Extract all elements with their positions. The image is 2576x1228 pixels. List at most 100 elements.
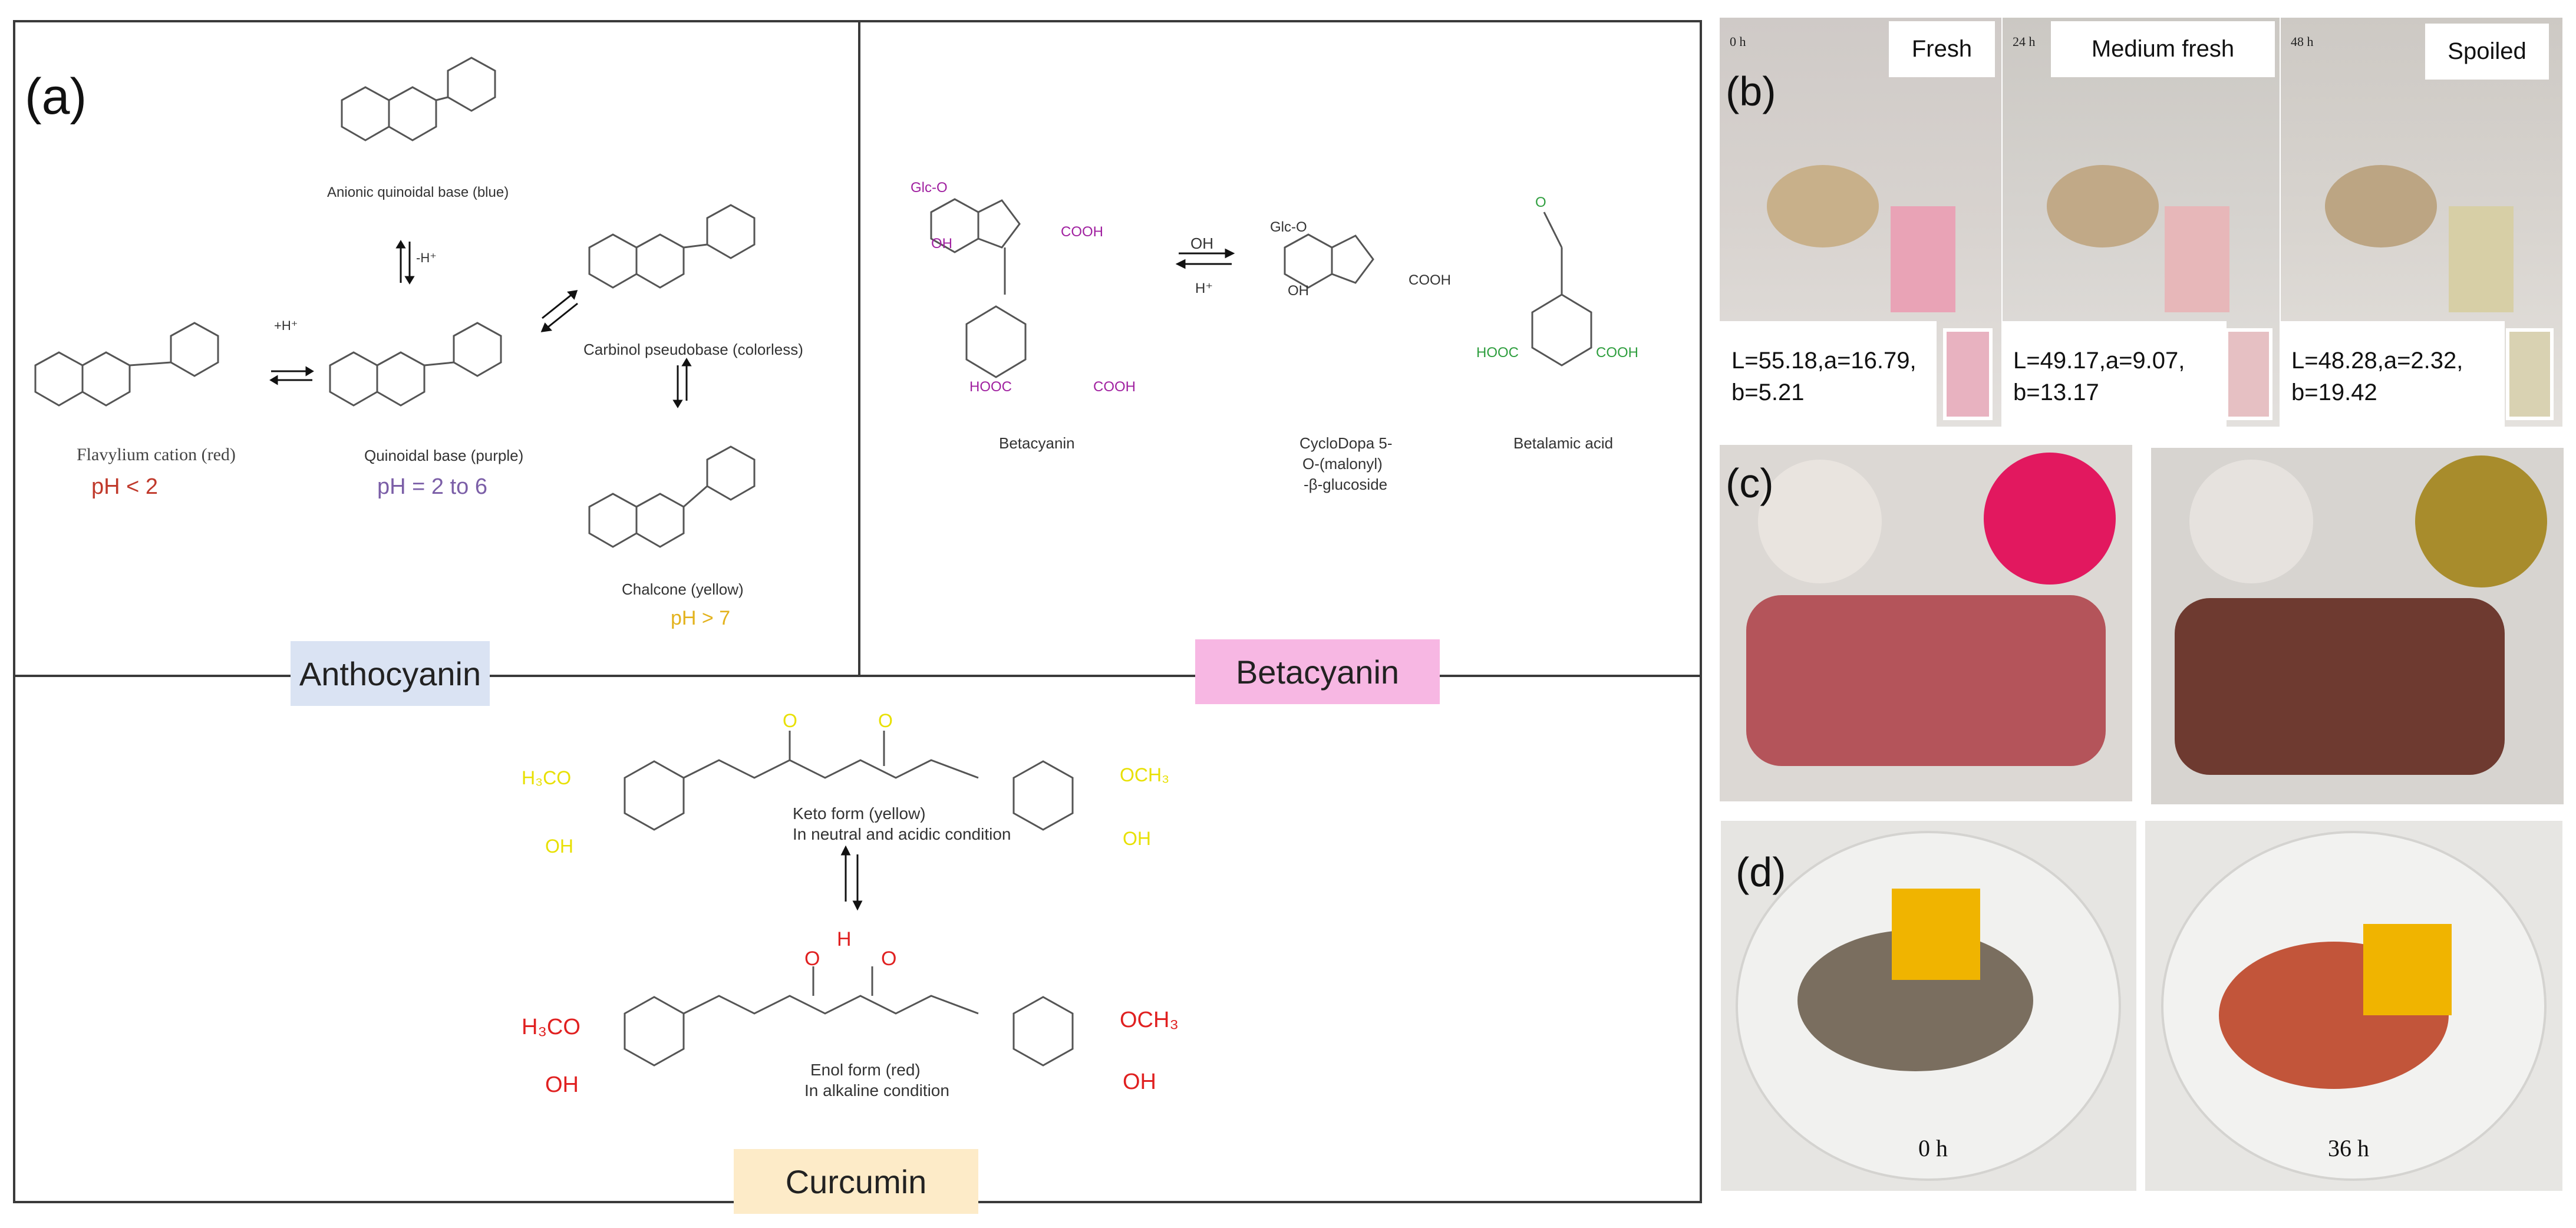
panel-c-photo-spoiled bbox=[2151, 448, 2564, 804]
shrimp-medium bbox=[2047, 165, 2159, 247]
film-spoiled bbox=[2449, 206, 2514, 312]
arrow-label-h: H⁺ bbox=[1195, 280, 1213, 296]
disk-blank-spoiled bbox=[2189, 460, 2313, 583]
cyclodopa-caption-1: CycloDopa 5- bbox=[1299, 434, 1393, 452]
shrimp-spoiled bbox=[2325, 165, 2437, 247]
label-spoiled: Spoiled bbox=[2425, 24, 2549, 80]
betacyanin-piperidine-ring bbox=[965, 305, 1027, 378]
flavylium-caption: Flavylium cation (red) bbox=[77, 445, 236, 464]
disk-blank-fresh bbox=[1758, 460, 1882, 583]
enol-left-ring bbox=[624, 996, 685, 1067]
keto-oh-left: OH bbox=[545, 836, 573, 857]
enol-oh-right: OH bbox=[1123, 1069, 1156, 1094]
panel-label-a: (a) bbox=[25, 68, 87, 125]
film-36h bbox=[2363, 924, 2452, 1015]
label-medium-fresh: Medium fresh bbox=[2051, 21, 2275, 77]
o-label-betalamic: O bbox=[1535, 194, 1546, 210]
divider-vertical bbox=[858, 20, 860, 676]
keto-chain bbox=[683, 759, 979, 779]
values-spoiled-2: b=19.42 bbox=[2291, 379, 2377, 405]
values-box-medium: L=49.17,a=9.07, b=13.17 bbox=[2003, 321, 2227, 427]
enol-oh-left: OH bbox=[545, 1072, 579, 1097]
quinoidal-ring-a bbox=[329, 351, 378, 407]
chalcone-ring-b bbox=[706, 445, 756, 501]
cooh-label-1: COOH bbox=[1061, 224, 1103, 240]
anionic-ring-a bbox=[341, 86, 390, 141]
carbinol-ring-a bbox=[588, 233, 638, 289]
arrow-label-plus-h: +H⁺ bbox=[274, 318, 298, 333]
time-label-24h: 24 h bbox=[2013, 34, 2036, 49]
flavylium-ring-a bbox=[34, 351, 84, 407]
values-fresh-2: b=5.21 bbox=[1731, 379, 1805, 405]
cooh-label-2: COOH bbox=[1093, 379, 1136, 395]
keto-left-ring bbox=[624, 760, 685, 831]
panel-d-photo-36h bbox=[2145, 821, 2562, 1191]
flavylium-ring-c bbox=[81, 351, 131, 407]
values-fresh-1: L=55.18,a=16.79, bbox=[1731, 348, 1917, 374]
film-inset-medium bbox=[2225, 328, 2272, 420]
enol-chain bbox=[683, 995, 979, 1015]
hooc-label-2: HOOC bbox=[1476, 345, 1519, 361]
keto-o-1: O bbox=[783, 710, 797, 731]
keto-o-2: O bbox=[878, 710, 893, 731]
cyclodopa-caption-2: O-(malonyl) bbox=[1302, 455, 1383, 473]
flavylium-ring-b bbox=[170, 322, 219, 377]
values-medium-1: L=49.17,a=9.07, bbox=[2013, 348, 2185, 374]
film-0h bbox=[1892, 889, 1980, 980]
cooh-label-3: COOH bbox=[1409, 272, 1451, 288]
keto-caption-1: Keto form (yellow) bbox=[793, 804, 926, 823]
keto-och3: OCH₃ bbox=[1120, 764, 1170, 785]
shrimp-fresh bbox=[1767, 165, 1879, 247]
oh-label-1: OH bbox=[931, 236, 952, 252]
chalcone-ph: pH > 7 bbox=[671, 607, 731, 629]
film-inset-spoiled bbox=[2506, 328, 2554, 420]
carbinol-caption: Carbinol pseudobase (colorless) bbox=[583, 341, 803, 358]
betalamic-ring bbox=[1531, 293, 1592, 367]
enol-o-1: O bbox=[804, 948, 820, 970]
film-medium bbox=[2165, 206, 2229, 312]
carbinol-ring-c bbox=[635, 233, 685, 289]
panel-label-b: (b) bbox=[1726, 68, 1776, 114]
betalamic-caption: Betalamic acid bbox=[1513, 434, 1614, 452]
enol-och3: OCH₃ bbox=[1120, 1008, 1179, 1032]
quinoidal-ph: pH = 2 to 6 bbox=[377, 474, 487, 499]
time-label-48h: 48 h bbox=[2291, 34, 2314, 49]
enol-caption-1: Enol form (red) bbox=[810, 1061, 921, 1079]
anthocyanin-tag: Anthocyanin bbox=[291, 641, 490, 706]
anionic-ring-c bbox=[388, 86, 437, 141]
enol-o-2: O bbox=[881, 948, 897, 970]
anthocyanin-structures bbox=[34, 57, 756, 548]
time-label-36h-d: 36 h bbox=[2328, 1135, 2369, 1161]
hooc-label-1: HOOC bbox=[969, 379, 1012, 395]
anionic-caption: Anionic quinoidal base (blue) bbox=[327, 184, 509, 200]
film-inset-fresh bbox=[1943, 328, 1993, 420]
curcumin-tag: Curcumin bbox=[734, 1149, 978, 1214]
enol-right-ring bbox=[1012, 996, 1074, 1067]
flavylium-ph: pH < 2 bbox=[91, 474, 159, 499]
quinoidal-ring-b bbox=[453, 322, 502, 377]
panel-d-photo-0h bbox=[1721, 821, 2136, 1191]
quinoidal-ring-c bbox=[376, 351, 426, 407]
values-box-fresh: L=55.18,a=16.79, b=5.21 bbox=[1720, 321, 1937, 427]
quinoidal-caption: Quinoidal base (purple) bbox=[364, 447, 524, 464]
glc-o-label-2: Glc-O bbox=[1270, 219, 1307, 235]
enol-h3co: H₃CO bbox=[522, 1015, 580, 1039]
time-label-0h-d: 0 h bbox=[1918, 1135, 1948, 1161]
chalcone-ring-c bbox=[635, 493, 685, 548]
cyclodopa-caption-3: -β-glucoside bbox=[1304, 476, 1388, 493]
keto-right-ring bbox=[1012, 760, 1074, 831]
betacyanin-structures bbox=[930, 198, 1592, 378]
film-fresh bbox=[1891, 206, 1955, 312]
glc-o-label-1: Glc-O bbox=[911, 180, 948, 196]
meat-fresh bbox=[1746, 595, 2106, 766]
chalcone-caption: Chalcone (yellow) bbox=[622, 580, 744, 598]
enol-caption-2: In alkaline condition bbox=[804, 1081, 949, 1100]
indicator-disk-fresh bbox=[1984, 453, 2116, 585]
anionic-ring-b bbox=[447, 57, 496, 112]
curcumin-structures bbox=[624, 731, 1074, 1067]
keto-oh-right: OH bbox=[1123, 828, 1151, 849]
meat-spoiled bbox=[2175, 598, 2505, 775]
enol-h: H bbox=[837, 928, 852, 950]
keto-caption-2: In neutral and acidic condition bbox=[793, 825, 1011, 843]
betacyanin-tag: Betacyanin bbox=[1195, 639, 1440, 704]
